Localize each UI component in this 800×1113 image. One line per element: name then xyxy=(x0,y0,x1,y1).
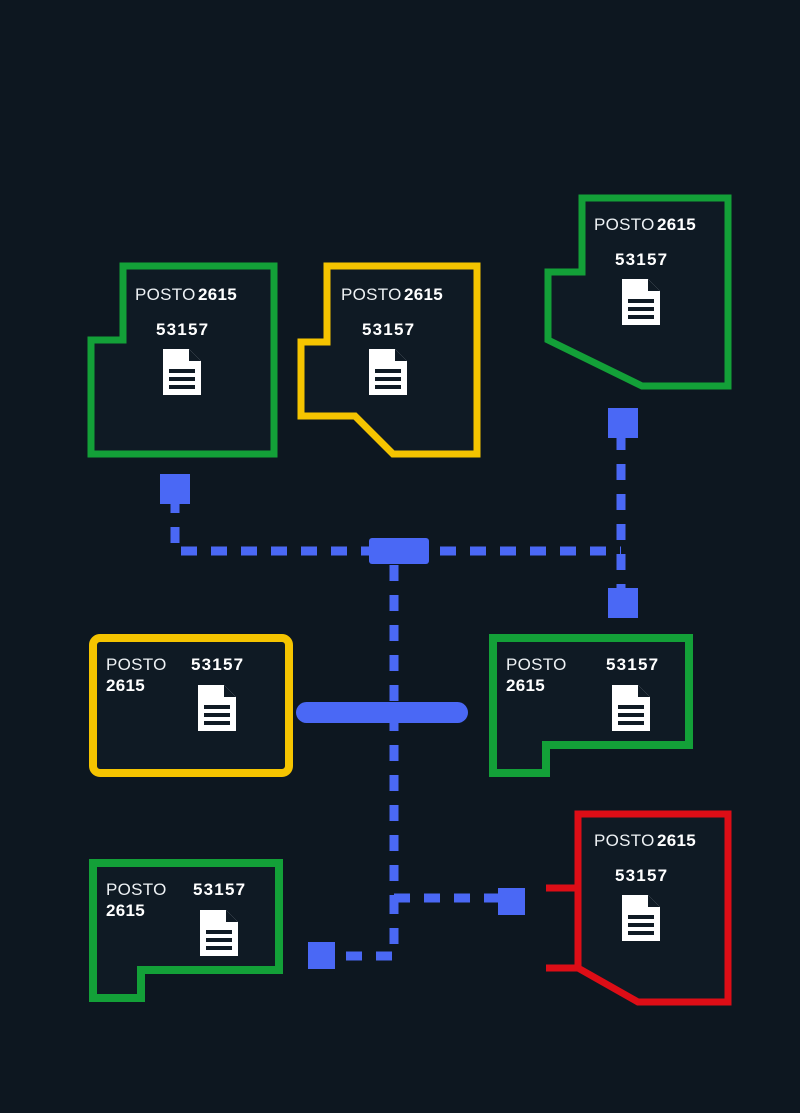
wire-bottom-left-stub xyxy=(322,898,399,961)
node-card-mid-right[interactable]: POSTO 2615 53157 xyxy=(488,633,694,778)
junction-node-top-left[interactable] xyxy=(160,474,190,504)
junction-node-bottom-right[interactable] xyxy=(498,888,525,915)
node-shape-bottom-left xyxy=(89,859,283,1002)
hub-bar-center[interactable] xyxy=(296,702,468,723)
node-shape-top-right xyxy=(544,194,732,390)
hub-bar-top[interactable] xyxy=(369,538,429,564)
junction-node-bottom-left[interactable] xyxy=(308,942,335,969)
node-shape-top-middle xyxy=(297,262,481,458)
node-card-top-left[interactable]: POSTO 2615 53157 xyxy=(85,260,280,460)
node-shape-bottom-right xyxy=(546,810,732,1006)
wire-top-left-to-hub xyxy=(170,497,369,556)
node-card-mid-left[interactable]: POSTO 2615 53157 xyxy=(88,633,294,778)
node-card-bottom-left[interactable]: POSTO 2615 53157 xyxy=(88,858,284,1003)
junction-node-right-upper[interactable] xyxy=(608,408,638,438)
junction-node-right-lower[interactable] xyxy=(608,588,638,618)
node-shape-mid-left xyxy=(89,634,293,777)
node-card-top-right[interactable]: POSTO 2615 53157 xyxy=(542,192,734,392)
node-card-top-middle[interactable]: POSTO 2615 53157 xyxy=(295,260,483,460)
node-shape-mid-right xyxy=(489,634,693,777)
node-card-bottom-right[interactable]: POSTO 2615 53157 xyxy=(540,808,734,1008)
node-shape-top-left xyxy=(87,262,278,458)
